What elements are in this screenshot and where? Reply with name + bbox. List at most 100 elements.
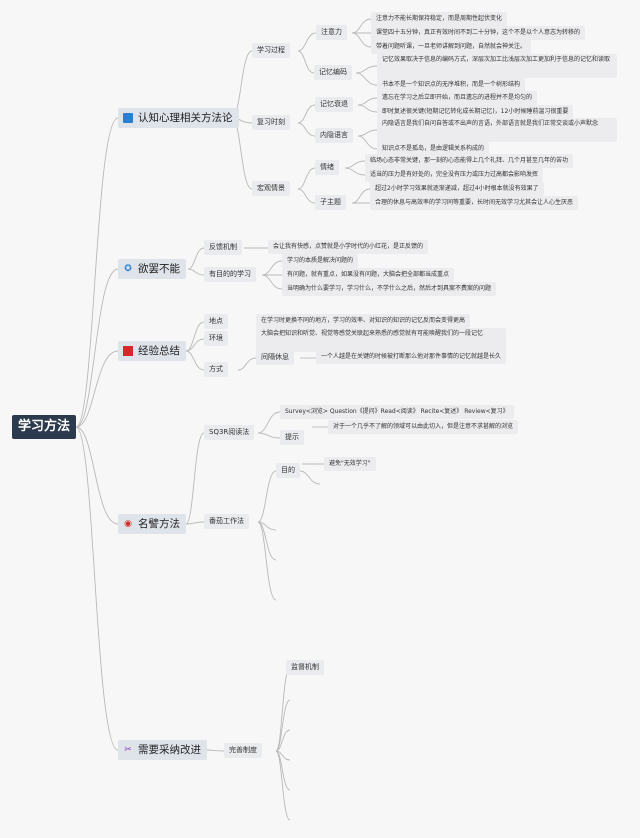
connector — [187, 268, 205, 276]
leaf-purpose-1[interactable]: 学习的本质是解决问题的 — [282, 254, 359, 268]
connector — [185, 321, 205, 352]
connector — [351, 18, 372, 34]
leaf-interval[interactable]: 一个人越是在关键的时候被打断那么他对那件事情的记忆就越是长久 — [316, 350, 507, 364]
connector — [185, 350, 205, 371]
connector — [75, 426, 119, 525]
connector — [297, 122, 316, 137]
leaf-encoding-2[interactable]: 书本不是一个知识点的无序堆积，而是一个树形结构 — [377, 78, 526, 92]
node-place[interactable]: 地点 — [204, 314, 228, 329]
connector — [297, 104, 316, 124]
node-tip[interactable]: 提示 — [280, 430, 304, 445]
topic-famous[interactable]: ◉ 名譬方法 — [118, 514, 186, 534]
connector — [351, 188, 371, 204]
topic-famous-label: 名譬方法 — [138, 518, 180, 530]
node-learning-process[interactable]: 学习过程 — [252, 43, 290, 58]
topic-cognitive-label: 认知心理相关方法论 — [138, 112, 233, 124]
node-supervision[interactable]: 监督机制 — [286, 660, 324, 675]
connector — [275, 699, 291, 752]
node-sub-topic[interactable]: 子主题 — [315, 195, 346, 210]
connector — [357, 104, 378, 113]
node-goal[interactable]: 目的 — [276, 463, 300, 478]
connector — [257, 411, 281, 434]
topic-cognitive[interactable]: 认知心理相关方法论 — [118, 108, 239, 128]
leaf-place[interactable]: 在学习时更换不同的地方，学习的效率、对知识的知识的记忆反而会变得更高 — [256, 314, 471, 328]
leaf-purpose-2[interactable]: 有问题，就有重点，如果没有问题，大脑会把全部都当成重点 — [282, 268, 455, 282]
connector — [355, 65, 378, 74]
node-feedback[interactable]: 反馈机制 — [204, 240, 242, 255]
connector — [357, 97, 378, 106]
tools-icon: ✂ — [124, 745, 132, 755]
leaf-sq3r-steps[interactable]: Survey<浏览> Question《提问》Read<阅读》 Recite<复… — [280, 405, 514, 419]
connector — [257, 521, 277, 561]
connector — [297, 188, 316, 204]
topic-desire-label: 欲罢不能 — [138, 263, 180, 275]
node-memory-encoding[interactable]: 记忆编码 — [314, 65, 352, 80]
connector — [297, 167, 316, 190]
connector — [355, 72, 378, 86]
connector — [257, 432, 281, 439]
connector — [237, 357, 257, 371]
red-flag-icon — [123, 346, 133, 356]
leaf-environment[interactable]: 大脑会把知识和听觉、视觉等感觉关联起来熟悉的感觉就有可能唤醒我们的一段记忆 — [256, 328, 506, 352]
connector — [185, 432, 205, 525]
topic-experience-label: 经验总结 — [138, 345, 180, 357]
node-attention[interactable]: 注意力 — [316, 25, 347, 40]
leaf-encoding-1[interactable]: 记忆效果取决于信息的编码方式，深层次加工比浅层次加工更加利于信息的记忆和读取 — [377, 54, 617, 78]
leaf-subtopic-2[interactable]: 合理的休息与高效率的学习同等重要，长时间无效学习尤其会让人心生厌恶 — [370, 196, 579, 210]
medal-icon: ◉ — [124, 519, 132, 529]
connector — [275, 750, 291, 791]
star-icon: ✪ — [124, 264, 132, 274]
leaf-forgetting-1[interactable]: 遗忘在学习之后立即开始，而且遗忘的进程并不是均匀的 — [377, 91, 538, 105]
leaf-emotion-1[interactable]: 临场心态非常关键，那一刻的心态能得上几个礼拜、几个月甚至几年的苦功 — [365, 154, 574, 168]
connector — [344, 167, 366, 176]
node-method[interactable]: 方式 — [204, 362, 228, 377]
node-purposeful[interactable]: 有目的的学习 — [204, 267, 256, 282]
connector — [297, 50, 315, 74]
leaf-attention-3[interactable]: 带着问题听课，一旦老师讲解到问题，自然就会神关注。 — [371, 40, 532, 54]
connector — [261, 274, 283, 290]
leaf-inner-speech-2[interactable]: 知识点不是孤岛，是由逻辑关系构成的 — [377, 142, 490, 156]
topic-improve[interactable]: ✂ 需要采纳改进 — [118, 740, 207, 760]
topic-desire[interactable]: ✪ 欲罢不能 — [118, 259, 186, 279]
connector — [275, 729, 291, 752]
connector — [75, 117, 119, 428]
node-interval[interactable]: 间隔休息 — [256, 350, 294, 365]
leaf-subtopic-1[interactable]: 超过2小时学习效果就逐渐递减，超过4小时根本就没有效果了 — [370, 182, 544, 196]
root-topic[interactable]: 学习方法 — [12, 415, 76, 439]
connector — [257, 470, 277, 523]
leaf-attention-1[interactable]: 注意力不能长期保持稳定，而是周期性起伏变化 — [371, 12, 508, 26]
topic-experience[interactable]: 经验总结 — [118, 341, 186, 361]
node-review-timing[interactable]: 复习时刻 — [252, 115, 290, 130]
leaf-feedback[interactable]: 会让我有快感，点赞就是小学时代的小红花，是正反馈的 — [268, 240, 429, 254]
leaf-emotion-2[interactable]: 适当的压力是有好处的，完全没有压力或压力过高都会影响发挥 — [365, 168, 544, 182]
leaf-tip[interactable]: 对于一个几乎不了解的领域可以由此切入，但是注意不求甚解的浏览 — [328, 420, 519, 434]
node-emotion[interactable]: 情绪 — [315, 160, 339, 175]
node-system[interactable]: 完善制度 — [224, 743, 262, 758]
connector — [231, 117, 253, 190]
connector — [257, 521, 277, 601]
connector — [357, 129, 378, 137]
node-environment[interactable]: 环境 — [204, 331, 228, 346]
connector — [205, 749, 225, 752]
node-macro[interactable]: 宏观情景 — [252, 181, 290, 196]
connector — [351, 32, 372, 48]
connector — [344, 160, 366, 169]
connector — [275, 750, 291, 821]
leaf-purpose-3[interactable]: 当明确为什么要学习，学习什么，不学什么之后，然后才到具案不费案的问题 — [282, 282, 497, 296]
leaf-attention-2[interactable]: 课堂四十五分钟，真正有效时间不到二十分钟，这个不是以个人意志为转移的 — [371, 26, 586, 40]
connector — [187, 247, 205, 270]
connector — [185, 521, 205, 525]
connector — [299, 470, 321, 485]
connector — [357, 135, 378, 150]
connector — [75, 350, 119, 428]
connector — [75, 426, 119, 751]
node-pomodoro[interactable]: 番茄工作法 — [204, 514, 249, 529]
leaf-goal[interactable]: 避免"无效学习" — [324, 457, 376, 471]
topic-improve-label: 需要采纳改进 — [138, 744, 201, 756]
connector — [297, 32, 317, 52]
leaf-inner-speech-1[interactable]: 内隐语言是我们自问自答或不出声的言语，外部语言就是我们正常交谈或小声默念 — [377, 118, 617, 142]
node-sq3r[interactable]: SQ3R阅读法 — [204, 425, 255, 440]
node-inner-speech[interactable]: 内隐语言 — [315, 128, 353, 143]
leaf-forgetting-2[interactable]: 即时复述很关键(短期记忆转化成长期记忆)，12小时候睡前温习很重要 — [377, 105, 574, 119]
node-forgetting[interactable]: 记忆衰退 — [315, 97, 353, 112]
